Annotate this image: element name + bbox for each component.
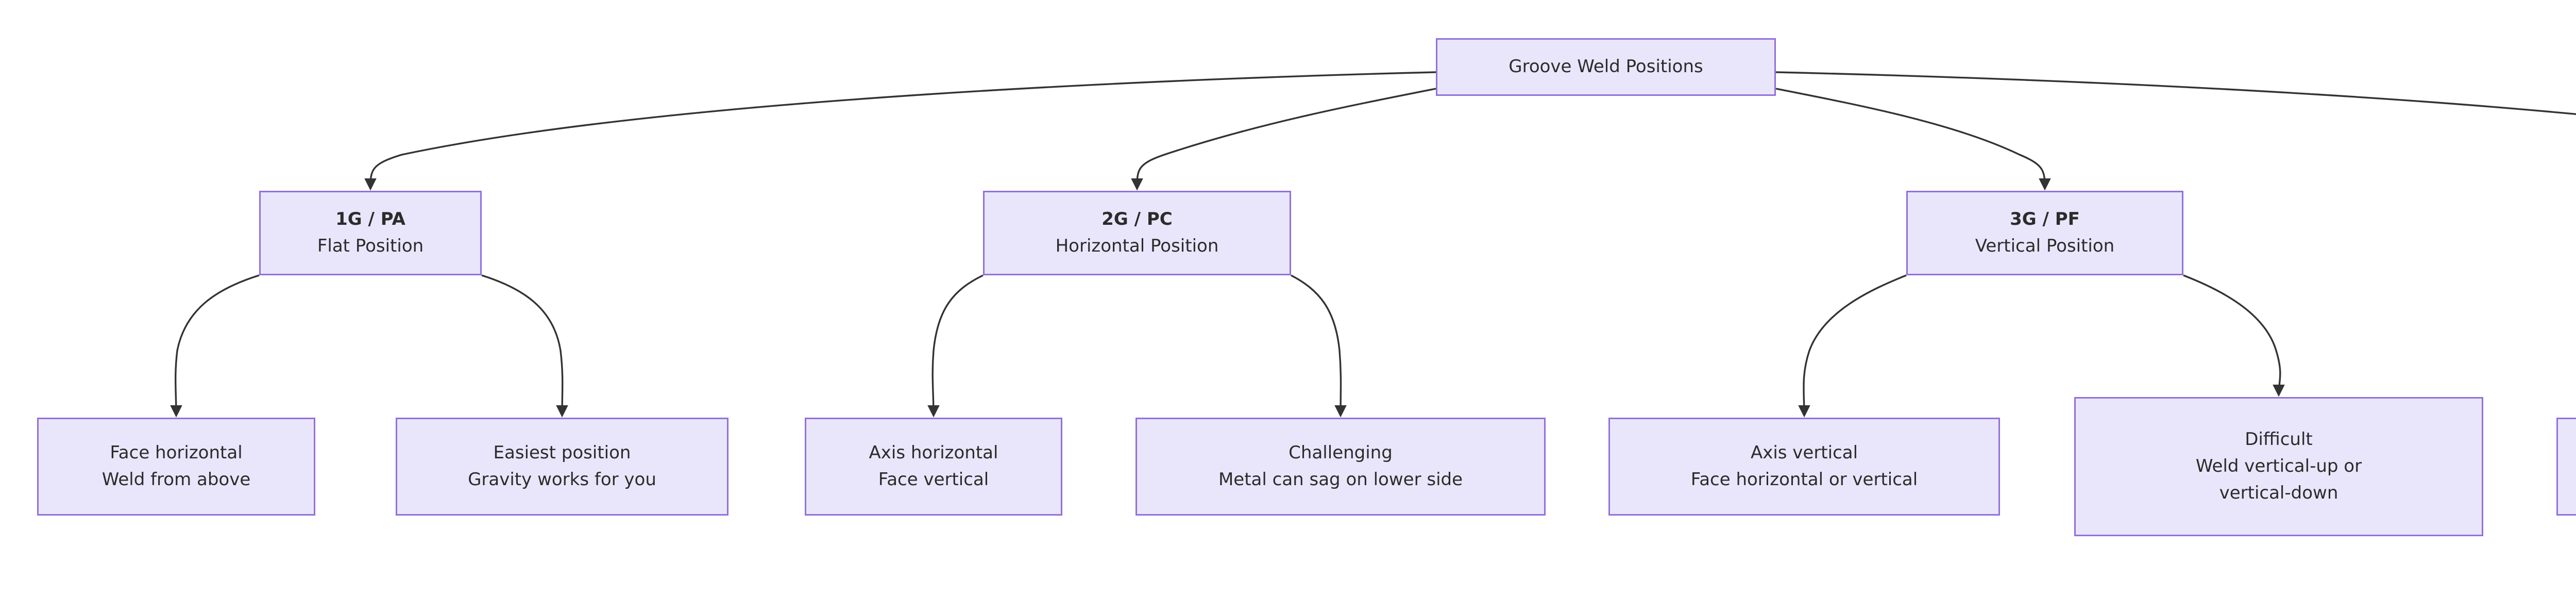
node-label-line: Face vertical <box>878 469 989 490</box>
node-label-line: 2G / PC <box>1101 209 1173 230</box>
node-label-line: Weld vertical-up or <box>2195 456 2362 477</box>
node-label-line: 3G / PF <box>2010 209 2080 230</box>
node-label-line: Face horizontal <box>110 442 243 464</box>
edge-root-to-3g <box>1775 88 2051 191</box>
node-position-3g-pf[interactable]: 3G / PF Vertical Position <box>1906 191 2183 275</box>
node-label-line: Axis vertical <box>1750 442 1858 464</box>
node-label-line: Easiest position <box>493 442 631 464</box>
node-label-line: Groove Weld Positions <box>1509 56 1703 77</box>
edge-3g-to-leaf5 <box>1798 274 1907 418</box>
node-label-line: Difficult <box>2245 429 2313 450</box>
node-label-line: 1G / PA <box>335 209 405 230</box>
node-label-line: Axis horizontal <box>869 442 998 464</box>
node-position-2g-pc[interactable]: 2G / PC Horizontal Position <box>983 191 1291 275</box>
edge-root-to-1g <box>364 71 1436 191</box>
edge-root-to-4g <box>1775 71 2576 115</box>
edge-3g-to-leaf6 <box>2183 274 2285 397</box>
edge-root-to-2g <box>1131 88 1436 191</box>
node-label-line: Challenging <box>1289 442 1393 464</box>
node-label-line: Weld from above <box>101 469 251 490</box>
node-label-line: vertical-down <box>2219 482 2338 503</box>
node-position-1g-pa[interactable]: 1G / PA Flat Position <box>259 191 482 275</box>
node-label-line: Horizontal Position <box>1055 236 1219 256</box>
node-groove-weld-positions[interactable]: Groove Weld Positions <box>1436 38 1776 96</box>
edge-2g-to-leaf3 <box>927 274 984 418</box>
node-label-line: Vertical Position <box>1975 236 2115 256</box>
node-label-line: Metal can sag on lower side <box>1218 469 1463 490</box>
node-label-line: Gravity works for you <box>468 469 656 490</box>
node-label-line: Flat Position <box>317 236 424 256</box>
edge-1g-to-leaf1 <box>170 274 260 418</box>
edge-1g-to-leaf2 <box>481 274 568 418</box>
edge-2g-to-leaf4 <box>1291 274 1347 418</box>
node-label-line: Face horizontal or vertical <box>1690 469 1918 490</box>
